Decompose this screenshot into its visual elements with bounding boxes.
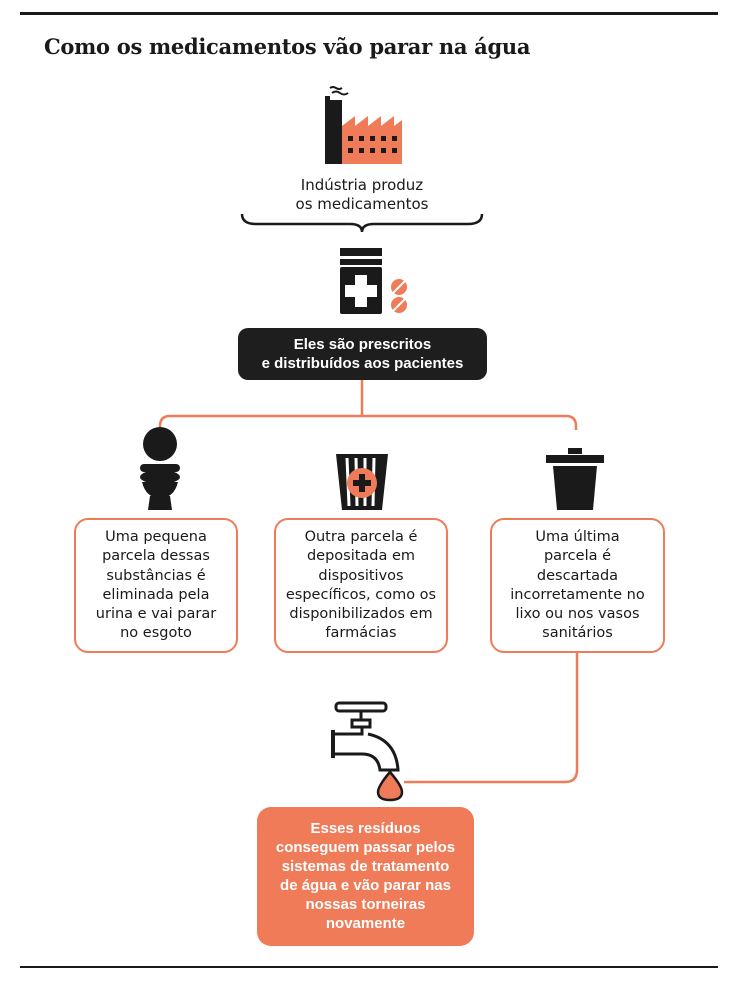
page-title: Como os medicamentos vão parar na água — [44, 34, 531, 59]
connector-line — [404, 653, 579, 784]
top-rule — [20, 12, 718, 15]
pharmacy-step-box: Outra parcela é depositada em dispositiv… — [274, 518, 448, 653]
industry-label: Indústria produz os medicamentos — [295, 176, 429, 213]
faucet-icon — [331, 701, 404, 802]
brace — [240, 213, 484, 233]
prescribed-label: Eles são prescritos e distribuídos aos p… — [238, 328, 487, 380]
medicine-bottle-icon — [340, 248, 407, 314]
trash-can-icon — [546, 448, 604, 510]
connector-line — [158, 414, 578, 430]
trash-step-box: Uma última parcela é descartada incorret… — [490, 518, 665, 653]
pills-icon — [391, 279, 407, 313]
factory-icon — [325, 86, 402, 164]
urine-step-box: Uma pequena parcela dessas substâncias é… — [74, 518, 238, 653]
result-box: Esses resíduos conseguem passar pelos si… — [257, 807, 474, 946]
bottom-rule — [20, 966, 718, 968]
water-drop-icon — [376, 770, 404, 802]
pharmacy-bin-icon — [336, 454, 388, 510]
toilet-icon — [140, 427, 180, 510]
